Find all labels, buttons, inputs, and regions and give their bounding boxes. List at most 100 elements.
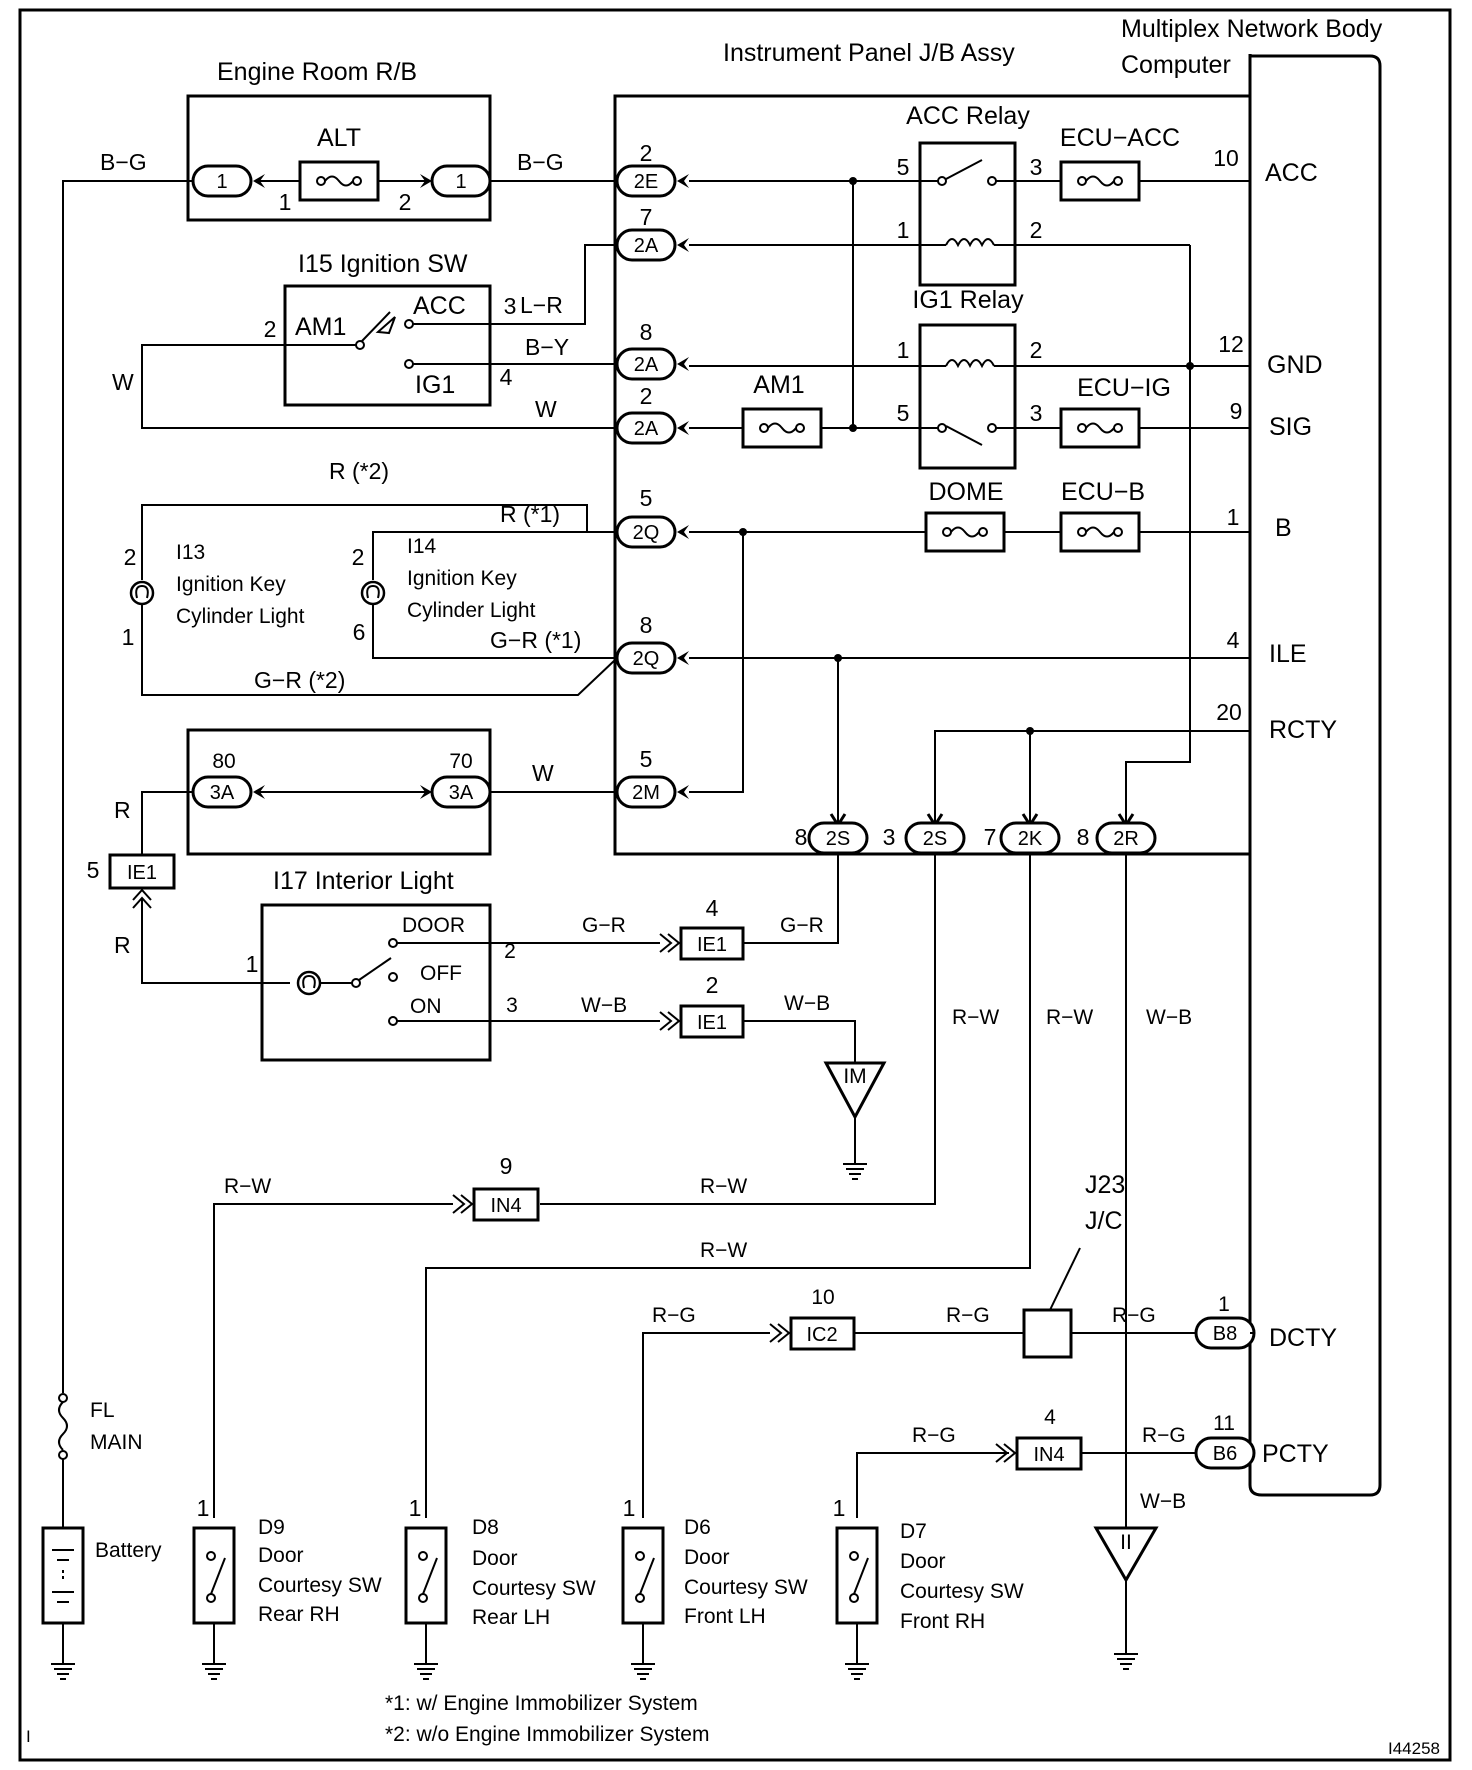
- pin-label: 2: [640, 140, 653, 166]
- ig1-relay: [918, 323, 1017, 470]
- acc-terminal-label: ACC: [413, 292, 466, 320]
- battery-label: Battery: [95, 1539, 162, 1562]
- i13-lamp-icon: [129, 580, 155, 606]
- ecu-acc-fuse: [1059, 160, 1141, 202]
- connector-2s: 2S: [826, 828, 850, 850]
- pin-label: 20: [1216, 699, 1242, 725]
- connector-2q: 2Q: [633, 522, 660, 544]
- d8-label: Door: [472, 1547, 518, 1570]
- pin-label: 2: [264, 316, 277, 342]
- pin-label: 1: [197, 1495, 210, 1521]
- pin-label: 8: [640, 319, 653, 345]
- d8-label: D8: [472, 1516, 499, 1539]
- pin-label: 1: [897, 217, 910, 243]
- instrument-panel-label: Instrument Panel J/B Assy: [723, 39, 1015, 67]
- pin-label: 4: [500, 364, 513, 390]
- wire-label: R−G: [1112, 1304, 1156, 1327]
- pin-label: 6: [353, 619, 366, 645]
- d7-label: Courtesy SW: [900, 1580, 1024, 1603]
- d7-label: Front RH: [900, 1610, 985, 1633]
- d9-label: Rear RH: [258, 1603, 340, 1626]
- pin-label: 3: [883, 824, 896, 850]
- connector-b6: B6: [1213, 1443, 1237, 1465]
- connector-2r: 2R: [1113, 828, 1139, 850]
- wire-label: W−B: [784, 992, 830, 1015]
- wire-label: W−B: [581, 994, 627, 1017]
- pin-label: 7: [640, 204, 653, 230]
- wire-label: R−W: [700, 1239, 747, 1262]
- pin-label: 1: [409, 1495, 422, 1521]
- pin-label: 12: [1218, 331, 1244, 357]
- terminal-gnd: GND: [1267, 351, 1323, 379]
- door-switch-d8: [404, 1526, 448, 1625]
- d6-label: Front LH: [684, 1605, 766, 1628]
- connector-2s: 2S: [923, 828, 947, 850]
- wire-label: R−W: [224, 1175, 271, 1198]
- ecu-b-label: ECU−B: [1061, 478, 1145, 506]
- wire-label: W−B: [1146, 1006, 1192, 1029]
- connector-3a: 3A: [449, 782, 474, 804]
- ground-point-im: [823, 1061, 887, 1121]
- pin-label: 2: [1030, 217, 1043, 243]
- connector-2q: 2Q: [633, 648, 660, 670]
- alt-fuse: [298, 160, 380, 202]
- corner-mark: I: [26, 1727, 31, 1746]
- battery: [41, 1526, 85, 1625]
- engine-room-label: Engine Room R/B: [217, 58, 417, 86]
- connector-2e: 2E: [634, 171, 658, 193]
- terminal-ile: ILE: [1269, 640, 1307, 668]
- pin-label: 2: [399, 189, 412, 215]
- i13-label: Cylinder Light: [176, 605, 305, 628]
- connector-ie1-label: IE1: [697, 934, 727, 956]
- body-computer: [1248, 53, 1382, 1497]
- wire-label: B−G: [517, 149, 564, 175]
- ecu-ig-fuse: [1059, 407, 1141, 449]
- wire-label: L−R: [520, 292, 563, 318]
- wire-label: R (*1): [500, 501, 560, 527]
- pin-label: 8: [640, 612, 653, 638]
- alt-label: ALT: [317, 124, 361, 152]
- pin-label: 1: [623, 1495, 636, 1521]
- connector-2a: 2A: [634, 235, 659, 257]
- pin-label: 11: [1213, 1412, 1235, 1435]
- i14-label: I14: [407, 535, 437, 558]
- pin-label: 5: [897, 400, 910, 426]
- terminal-rcty: RCTY: [1269, 716, 1337, 744]
- pin-label: 1: [833, 1495, 846, 1521]
- er-connector-2: 1: [455, 171, 466, 193]
- pin-label: 1: [122, 624, 135, 650]
- pin-label: 5: [640, 485, 653, 511]
- connector-2k: 2K: [1018, 828, 1043, 850]
- interior-lamp-icon: [296, 970, 322, 996]
- am1-fuse-label: AM1: [753, 371, 804, 399]
- pin-label: 5: [87, 857, 100, 883]
- door-position-label: DOOR: [402, 914, 465, 937]
- dome-label: DOME: [929, 478, 1004, 506]
- computer-label-2: Computer: [1121, 51, 1231, 79]
- pin-label: 7: [984, 824, 997, 850]
- wire-label: G−R (*2): [254, 667, 345, 693]
- d7-label: Door: [900, 1550, 946, 1573]
- pin-label: 3: [504, 293, 517, 319]
- wire-label: G−R (*1): [490, 627, 581, 653]
- d6-label: Door: [684, 1546, 730, 1569]
- terminal-b: B: [1275, 514, 1292, 542]
- wire-label: B−Y: [525, 334, 569, 360]
- connector-b8: B8: [1213, 1323, 1237, 1345]
- wire-label: R−W: [1046, 1006, 1093, 1029]
- pin-label: 80: [212, 750, 235, 773]
- connector-in4-label: IN4: [1033, 1444, 1064, 1466]
- d8-label: Courtesy SW: [472, 1577, 596, 1600]
- junction-connector-j23: [1022, 1308, 1073, 1359]
- pin-label: 4: [1044, 1406, 1056, 1429]
- terminal-pcty: PCTY: [1262, 1440, 1329, 1468]
- wire-label: R: [114, 797, 131, 823]
- am1-fuse: [741, 407, 823, 449]
- wire-label: R−G: [946, 1304, 990, 1327]
- pin-label: 2: [124, 544, 137, 570]
- wire-label: R−G: [912, 1424, 956, 1447]
- i13-label: I13: [176, 541, 205, 564]
- door-switch-d9: [192, 1526, 236, 1625]
- connector-in4: [472, 1187, 540, 1222]
